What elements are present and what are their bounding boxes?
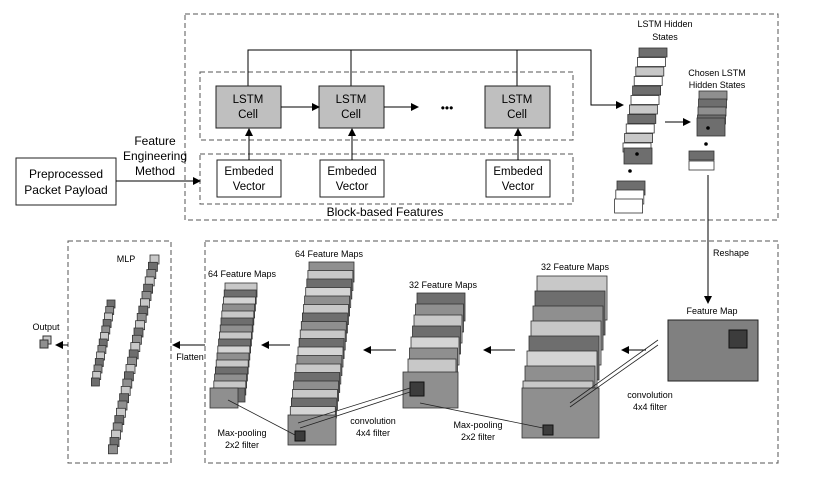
lstm-cell-1: LSTM Cell bbox=[215, 85, 282, 129]
feature-maps-64-pooled bbox=[209, 282, 258, 409]
hidden-state-plate bbox=[627, 114, 657, 124]
fe-line2: Engineering bbox=[123, 149, 187, 163]
lstm-row-frame bbox=[199, 71, 574, 141]
maxpool-label-2-line2: 2x2 filter bbox=[225, 440, 259, 450]
hidden-state-plate bbox=[625, 123, 655, 134]
chosen-lstm-line2: Hidden States bbox=[689, 80, 746, 90]
hidden-state-plate bbox=[635, 66, 665, 77]
flatten-label: Flatten bbox=[176, 352, 204, 362]
embed-3-line1: Embeded bbox=[493, 166, 542, 178]
fe-line3: Method bbox=[135, 164, 175, 178]
top-section-frame bbox=[184, 13, 779, 221]
conv-label-1-line2: 4x4 filter bbox=[633, 402, 667, 412]
hidden-state-plate bbox=[624, 133, 653, 143]
maxpool-label-1-line2: 2x2 filter bbox=[461, 432, 495, 442]
cnn-section-frame bbox=[204, 240, 779, 464]
maxpool-label-2-line1: Max-pooling bbox=[217, 428, 266, 438]
lstm-hidden-line2: States bbox=[652, 32, 678, 42]
mlp-node bbox=[108, 444, 118, 455]
reshape-label: Reshape bbox=[713, 248, 749, 258]
mlp-layer-2 bbox=[91, 299, 116, 387]
hidden-state-plate bbox=[638, 47, 668, 58]
mlp-layer-1 bbox=[108, 254, 160, 455]
chosen-hidden-states-stack bbox=[688, 90, 728, 171]
maxpool-label-1-line1: Max-pooling bbox=[453, 420, 502, 430]
feature-map bbox=[667, 319, 759, 382]
pool-filter-2 bbox=[294, 430, 306, 442]
input-box-line1: Preprocessed bbox=[29, 167, 103, 181]
lstm-cell-3-line1: LSTM bbox=[502, 94, 533, 106]
output-label: Output bbox=[32, 322, 60, 332]
conv-label-1-line1: convolution bbox=[627, 390, 673, 400]
hidden-state-plate bbox=[629, 104, 658, 115]
hidden-state-plate bbox=[633, 76, 663, 86]
feature-map-label: Feature Map bbox=[686, 306, 737, 316]
lstm-cell-2-line1: LSTM bbox=[336, 94, 367, 106]
embed-vector-1: Embeded Vector bbox=[216, 159, 282, 198]
input-box-line2: Packet Payload bbox=[24, 183, 107, 197]
hidden-state-dot bbox=[628, 169, 632, 173]
mlp-node bbox=[91, 377, 100, 387]
hidden-state-plate bbox=[614, 198, 643, 214]
hidden-state-connector bbox=[247, 49, 624, 109]
maps-32-label-2: 32 Feature Maps bbox=[409, 280, 478, 290]
mlp-label: MLP bbox=[117, 254, 136, 264]
conv-filter-2 bbox=[409, 381, 425, 397]
embed-1-line1: Embeded bbox=[224, 166, 273, 178]
pool-filter-1 bbox=[542, 424, 554, 436]
maps-64-label-2: 64 Feature Maps bbox=[208, 269, 277, 279]
feature-maps-32-pooled bbox=[402, 292, 466, 409]
chosen-state-dot bbox=[704, 142, 708, 146]
output-node bbox=[39, 335, 52, 349]
embed-vector-3: Embeded Vector bbox=[485, 159, 551, 198]
mlp-section-frame bbox=[67, 240, 172, 464]
fe-line1: Feature bbox=[134, 134, 176, 148]
lstm-cell-1-line1: LSTM bbox=[233, 94, 264, 106]
chosen-lstm-line1: Chosen LSTM bbox=[688, 68, 746, 78]
fmap-plate bbox=[521, 387, 600, 439]
embed-vector-2: Embeded Vector bbox=[319, 159, 385, 198]
embed-1-line2: Vector bbox=[233, 181, 266, 193]
chosen-state-plate bbox=[688, 160, 715, 171]
lstm-hidden-line1: LSTM Hidden bbox=[637, 19, 692, 29]
embed-3-line2: Vector bbox=[502, 181, 535, 193]
maps-32-label-1: 32 Feature Maps bbox=[541, 262, 610, 272]
hidden-state-plate bbox=[632, 85, 661, 96]
hidden-state-dot bbox=[635, 152, 639, 156]
block-features-label: Block-based Features bbox=[327, 205, 444, 219]
maps-64-label-1: 64 Feature Maps bbox=[295, 249, 364, 259]
hidden-state-plate bbox=[637, 57, 666, 67]
feature-maps-32-conv bbox=[521, 275, 608, 439]
lstm-cell-3: LSTM Cell bbox=[484, 85, 551, 129]
lstm-cell-2: LSTM Cell bbox=[318, 85, 385, 129]
conv-label-2-line1: convolution bbox=[350, 416, 396, 426]
fmap-plate bbox=[209, 387, 239, 409]
chosen-state-plate bbox=[696, 117, 726, 137]
chosen-state-plate bbox=[688, 150, 715, 161]
conv-label-2-line2: 4x4 filter bbox=[356, 428, 390, 438]
feature-engineering-label: Feature Engineering Method bbox=[123, 134, 187, 178]
hidden-state-plate bbox=[623, 147, 653, 165]
ellipsis: ••• bbox=[441, 101, 454, 115]
lstm-cell-3-line2: Cell bbox=[507, 109, 527, 121]
lstm-cell-1-line2: Cell bbox=[238, 109, 258, 121]
input-box: Preprocessed Packet Payload bbox=[15, 157, 117, 206]
embed-2-line2: Vector bbox=[336, 181, 369, 193]
lstm-hidden-states-stack bbox=[614, 47, 668, 214]
lstm-cell-2-line2: Cell bbox=[341, 109, 361, 121]
feature-maps-64-conv bbox=[287, 261, 355, 446]
chosen-state-dot bbox=[706, 126, 710, 130]
hidden-state-plate bbox=[630, 95, 660, 105]
embed-2-line1: Embeded bbox=[327, 166, 376, 178]
